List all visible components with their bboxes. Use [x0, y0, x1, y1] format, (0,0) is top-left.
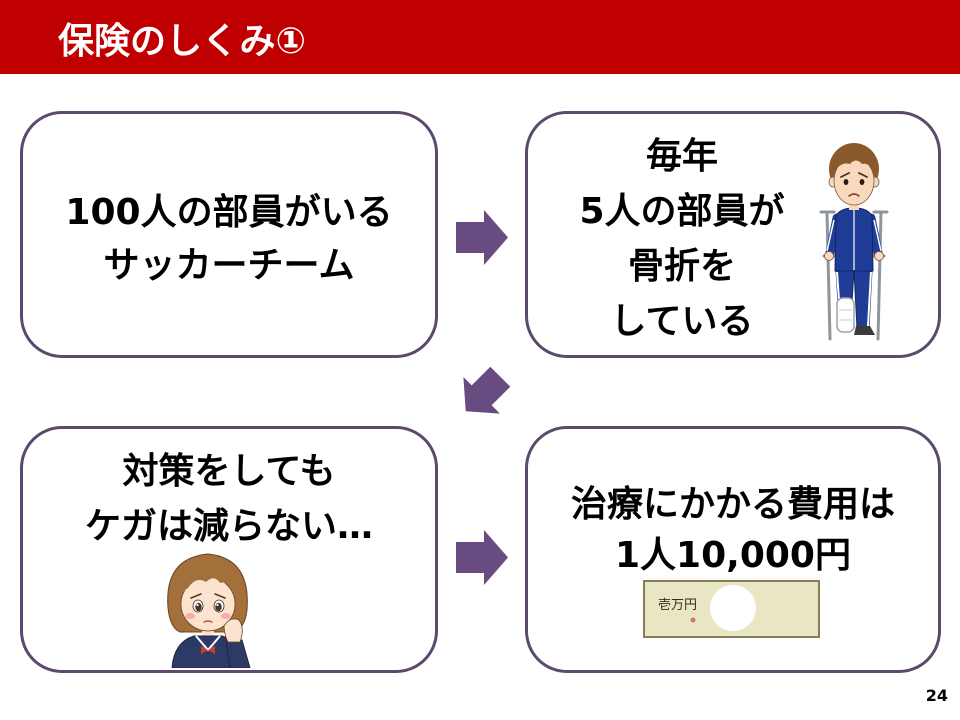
boy-hands — [824, 251, 884, 261]
arrow-shape — [463, 366, 511, 414]
boy-legs — [835, 269, 873, 329]
box-line: サッカーチーム — [103, 245, 355, 286]
box-injuries-persist: 対策をしても ケガは減らない… — [20, 426, 438, 673]
page-number: 24 — [925, 686, 948, 705]
box-treatment-cost-text: 治療にかかる費用は 1人10,000円 — [528, 479, 938, 581]
box-line: 骨折を — [627, 246, 736, 287]
box-injuries-persist-text: 対策をしても ケガは減らない… — [23, 444, 435, 554]
injured-boy-on-crutches-icon — [819, 143, 889, 341]
box-soccer-team: 100人の部員がいる サッカーチーム — [20, 111, 438, 358]
box-line: している — [610, 301, 754, 342]
arrow-right-icon — [456, 210, 508, 265]
arrow-shape — [456, 530, 508, 585]
box-fracture-rate: 毎年 5人の部員が 骨折を している — [525, 111, 941, 358]
worried-girl-icon — [167, 553, 251, 668]
girl-face — [180, 561, 237, 632]
banknote-icon: 壱万円 — [643, 580, 820, 638]
box-line: ケガは減らない… — [84, 506, 373, 547]
boy-head — [828, 143, 880, 210]
banknote-label: 壱万円 — [658, 598, 697, 613]
box-soccer-team-text: 100人の部員がいる サッカーチーム — [23, 186, 435, 292]
box-treatment-cost: 治療にかかる費用は 1人10,000円 壱万円 — [525, 426, 941, 673]
header-bar: 保険のしくみ① — [0, 0, 960, 74]
box-line: 治療にかかる費用は — [570, 484, 895, 525]
box-line: 対策をしても — [122, 451, 336, 492]
banknote-watermark — [710, 585, 756, 631]
boy-shoe — [854, 326, 875, 335]
arrow-right-icon — [456, 530, 508, 585]
ribbon — [201, 646, 215, 654]
arrow-shape — [456, 210, 508, 265]
leg-cast — [836, 297, 855, 333]
slide-title: 保険のしくみ① — [58, 21, 306, 62]
girl-hand-on-cheek — [223, 618, 251, 668]
banknote-seal — [690, 617, 696, 623]
boy-jacket — [825, 207, 883, 272]
box-fracture-rate-text: 毎年 5人の部員が 骨折を している — [532, 129, 832, 349]
box-line: 1人10,000円 — [615, 535, 851, 576]
arrow-down-left-icon — [463, 366, 511, 414]
box-line: 100人の部員がいる — [65, 192, 393, 233]
box-line: 5人の部員が — [579, 191, 785, 232]
box-line: 毎年 — [645, 136, 718, 177]
